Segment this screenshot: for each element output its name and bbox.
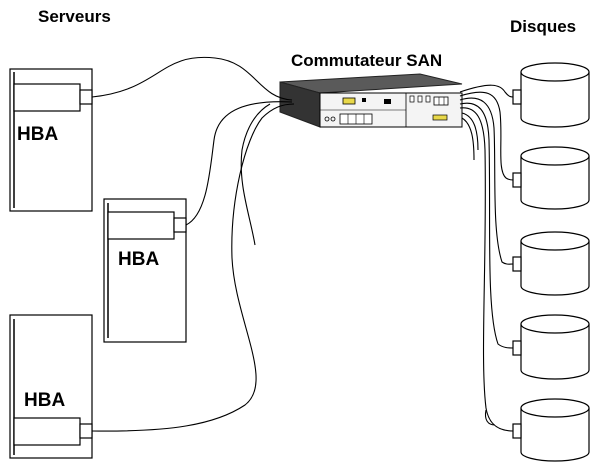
disk-4 bbox=[513, 315, 589, 379]
disk-cables bbox=[460, 85, 513, 431]
hba-card bbox=[14, 418, 80, 445]
server-2 bbox=[104, 199, 186, 342]
hba-card bbox=[108, 212, 174, 239]
disk-port bbox=[513, 90, 521, 104]
disks-title: Disques bbox=[510, 18, 576, 35]
status-led bbox=[343, 98, 355, 104]
disk-port bbox=[513, 173, 521, 187]
hba-port bbox=[80, 90, 92, 104]
disk-port bbox=[513, 424, 521, 438]
server-3 bbox=[10, 315, 92, 458]
servers-title: Serveurs bbox=[38, 8, 111, 25]
hba-port bbox=[80, 424, 92, 438]
disk-port bbox=[513, 257, 521, 271]
hba-port bbox=[174, 218, 186, 232]
disk-5 bbox=[513, 399, 589, 461]
disk-1 bbox=[513, 63, 589, 127]
hba-label-server-2: HBA bbox=[118, 250, 159, 269]
disk-2 bbox=[513, 147, 589, 209]
hba-label-server-1: HBA bbox=[17, 125, 58, 144]
switch-title: Commutateur SAN bbox=[291, 52, 442, 69]
hba-label-server-3: HBA bbox=[24, 391, 65, 410]
san-switch bbox=[280, 74, 462, 127]
disk-3 bbox=[513, 232, 589, 295]
disk-port bbox=[513, 341, 521, 355]
hba-card bbox=[14, 84, 80, 111]
